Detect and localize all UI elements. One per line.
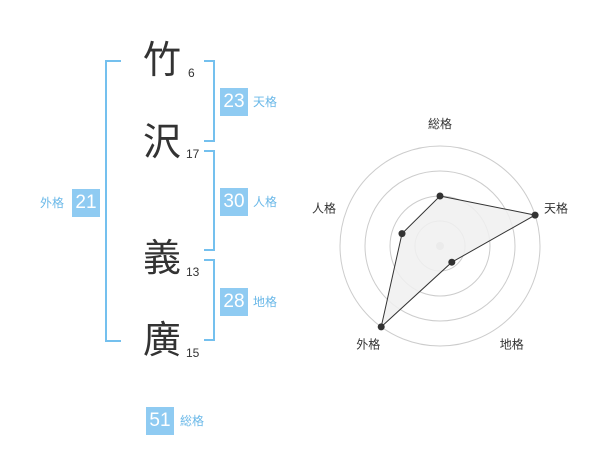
gaikaku-value: 21 (72, 189, 100, 217)
outer-bracket (105, 60, 121, 342)
tenkaku-label: 天格 (253, 95, 278, 109)
stroke-count-1: 6 (188, 66, 195, 80)
axis-label-5: 人格 (312, 200, 336, 215)
name-char-4: 廣 (142, 318, 181, 362)
stroke-count-3: 13 (186, 265, 200, 279)
tenkaku-value: 23 (220, 88, 248, 116)
name-char-2: 沢 (142, 120, 181, 164)
jinkaku-label: 人格 (253, 195, 278, 209)
grid-ring (339, 145, 541, 347)
stroke-count-2: 17 (186, 147, 200, 161)
data-point-1 (436, 192, 444, 200)
axis-label-1: 総格 (428, 116, 452, 131)
soukaku-value: 51 (146, 407, 174, 435)
stroke-count-4: 15 (186, 346, 200, 360)
chikaku-label: 地格 (253, 295, 278, 309)
jinkaku-value: 30 (220, 188, 248, 216)
soukaku-label: 総格 (180, 414, 205, 428)
grid-ring (364, 170, 516, 322)
name-char-3: 義 (142, 236, 181, 280)
jinkaku-bracket (204, 150, 215, 251)
data-polygon (380, 195, 537, 329)
axis-label-3: 地格 (500, 337, 524, 352)
data-point-4 (377, 323, 385, 331)
data-point-5 (398, 230, 406, 238)
chikaku-value: 28 (220, 288, 248, 316)
axis-label-2: 天格 (544, 200, 568, 215)
tenkaku-bracket (204, 60, 215, 142)
name-char-1: 竹 (142, 38, 181, 82)
data-point-3 (448, 258, 456, 266)
data-point-2 (531, 211, 539, 219)
chikaku-bracket (204, 259, 215, 341)
axis-label-4: 外格 (356, 337, 380, 352)
gaikaku-label: 外格 (40, 196, 65, 210)
